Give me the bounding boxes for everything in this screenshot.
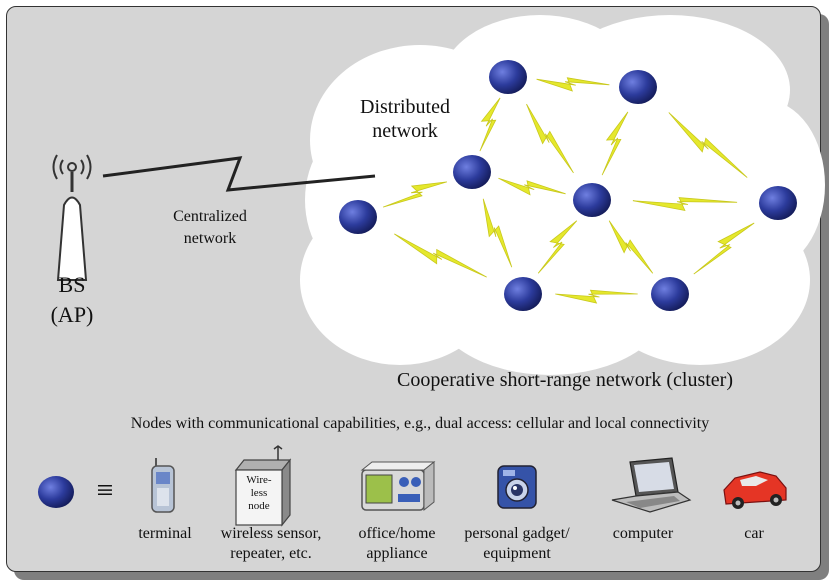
cluster-caption: Cooperative short-range network (cluster…	[397, 369, 733, 391]
network-node-5	[759, 186, 797, 220]
network-node-1	[619, 70, 657, 104]
centralized-network-label: Centralized network	[173, 208, 247, 247]
lightning-link-3	[668, 112, 748, 178]
legend-label-wireless-node-box: wireless sensor, repeater, etc.	[220, 525, 322, 562]
distributed-network-label: Distributed network	[360, 96, 450, 142]
wireless-node-box-label: Wire- less node	[246, 474, 272, 512]
network-node-7	[651, 277, 689, 311]
network-node-6	[504, 277, 542, 311]
lightning-link-8	[632, 197, 738, 212]
lightning-link-6	[482, 198, 513, 268]
lightning-link-5	[498, 177, 566, 196]
lightning-link-11	[693, 222, 755, 275]
legend-label-appliance: office/home appliance	[358, 525, 436, 562]
appliance-icon	[360, 460, 436, 512]
equivalence-symbol: ≡	[96, 474, 114, 507]
wireless-node-box-icon	[234, 445, 292, 527]
legend-node-icon	[38, 476, 74, 508]
nodes-caption: Nodes with communicational capabilities,…	[130, 415, 710, 432]
lightning-link-2	[601, 111, 629, 176]
centralized-link	[102, 156, 376, 192]
lightning-link-13	[526, 103, 574, 174]
laptop-icon	[611, 457, 692, 513]
mobile-phone-icon	[151, 458, 175, 513]
legend-label-laptop: computer	[612, 525, 674, 542]
cloud-shape	[300, 15, 825, 375]
lightning-link-10	[608, 220, 654, 274]
network-node-2	[453, 155, 491, 189]
ap-label: (AP)	[50, 302, 94, 327]
lightning-link-0	[536, 77, 610, 92]
lightning-link-12	[555, 289, 638, 304]
legend-label-car: car	[744, 525, 764, 542]
lightning-link-1	[479, 97, 501, 152]
lightning-link-7	[394, 233, 487, 278]
lightning-link-4	[382, 181, 448, 208]
network-node-4	[573, 183, 611, 217]
network-nodes	[339, 60, 797, 311]
lightning-link-9	[537, 220, 578, 274]
bs-label: BS	[58, 272, 86, 297]
base-station-icon	[52, 154, 92, 281]
car-icon	[723, 471, 787, 509]
legend-label-camera: personal gadget/ equipment	[464, 525, 570, 562]
distributed-links	[382, 77, 755, 304]
legend-label-mobile-phone: terminal	[138, 525, 192, 542]
camera-icon	[497, 465, 537, 509]
network-node-3	[339, 200, 377, 234]
network-node-0	[489, 60, 527, 94]
